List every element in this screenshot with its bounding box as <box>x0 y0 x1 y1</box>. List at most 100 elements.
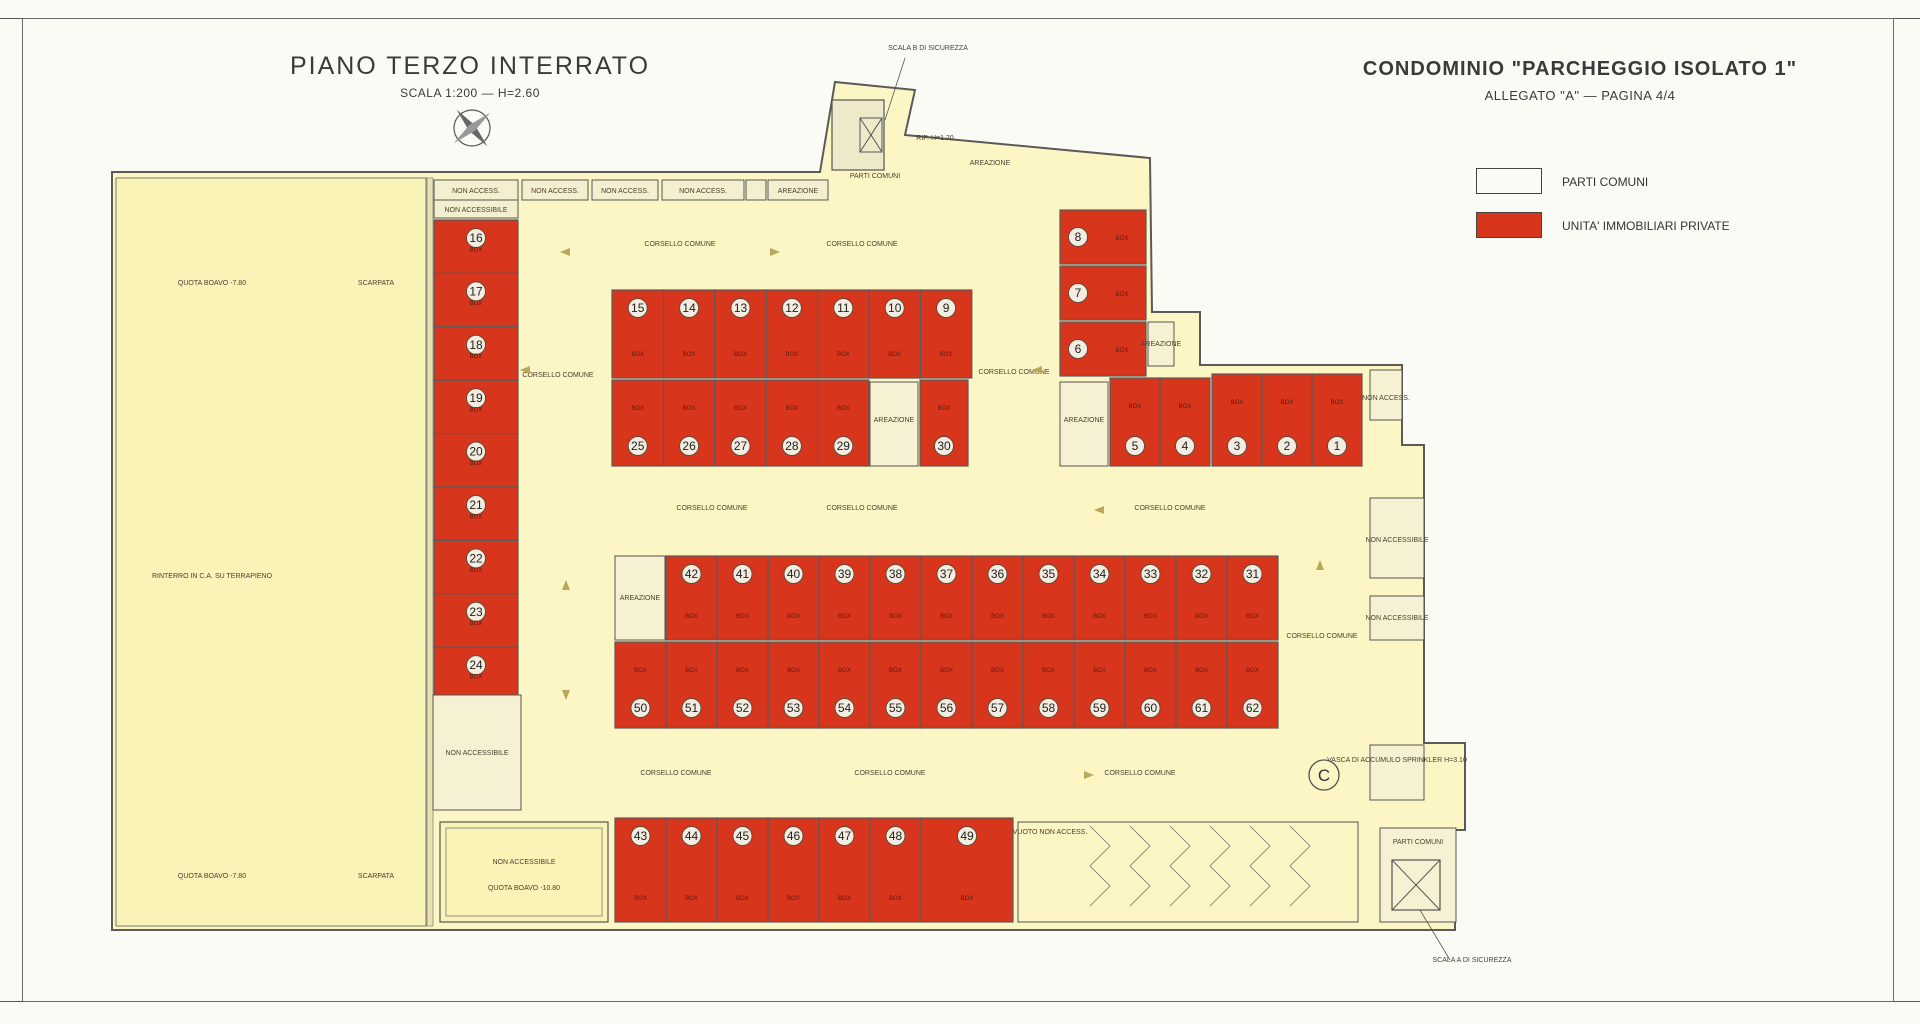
top-strip-rooms <box>433 179 829 201</box>
unit-number-badge <box>783 564 804 584</box>
unit-number-badge <box>681 564 702 584</box>
unit-box-label: BOX <box>470 621 483 627</box>
unit-number-badge <box>936 564 957 584</box>
unit-box-label: BOX <box>786 352 799 358</box>
non-accessible-box <box>433 199 519 219</box>
unit-box-label: BOX <box>938 406 951 412</box>
unit-box-label: BOX <box>889 896 902 902</box>
unit-number-badge <box>957 826 977 846</box>
circle-marker-c: C <box>1308 759 1340 791</box>
backfill-label: RINTERRO IN C.A. SU TERRAPIENO <box>152 573 273 580</box>
annex-subtitle: ALLEGATO "A" — PAGINA 4/4 <box>1484 88 1676 103</box>
unit-box-label: BOX <box>787 614 800 620</box>
ramp <box>1017 821 1359 923</box>
unit-number-text: 43 <box>634 829 648 843</box>
unit-number-badge <box>1068 283 1088 303</box>
unit-box-label: BOX <box>683 352 696 358</box>
frame-tick <box>1894 1001 1920 1002</box>
unit-box-label: BOX <box>634 668 647 674</box>
unit-box-label: BOX <box>685 896 698 902</box>
unit-box-label: BOX <box>1231 400 1244 406</box>
unit-number-badge <box>1038 564 1059 584</box>
unit-number-text: 5 <box>1132 439 1139 453</box>
unit-number-badge <box>1089 564 1110 584</box>
unit-number-badge <box>730 436 751 456</box>
unit-number-badge <box>834 826 855 846</box>
unit-number-text: 45 <box>736 829 750 843</box>
unit-number-badge <box>833 436 854 456</box>
unit-box-label: BOX <box>837 352 850 358</box>
unit-number-badge <box>730 298 751 318</box>
unit-number-badge <box>681 698 702 718</box>
unit-number-badge <box>1242 698 1263 718</box>
unit-number-text: 7 <box>1075 286 1082 300</box>
unit-number-badge <box>1038 698 1059 718</box>
unit-box-label: BOX <box>631 352 644 358</box>
page-title: PIANO TERZO INTERRATO <box>289 52 651 80</box>
unit-number-badge <box>1125 436 1145 456</box>
unit-box-label: BOX <box>631 406 644 412</box>
unit-number-badge <box>1191 564 1212 584</box>
ventilation-label-top: AREAZIONE <box>970 160 1011 167</box>
unit-number-badge <box>884 298 905 318</box>
traffic-arrows <box>520 248 1324 779</box>
elevation-label-bottom: QUOTA BOAVO -7.80 <box>178 873 246 880</box>
unit-number-badge <box>630 698 651 718</box>
strip-label: NON ACCESS. <box>601 188 649 195</box>
common-area-label-top: PARTI COMUNI <box>850 173 900 180</box>
stair-a-label: SCALA A DI SICUREZZA <box>1433 957 1512 964</box>
unit-number-text: 31 <box>1246 567 1260 581</box>
unit-number-text: 28 <box>785 439 799 453</box>
corridor-label: CORSELLO COMUNE <box>1104 770 1176 777</box>
unit-box-label: BOX <box>470 301 483 307</box>
unit-box-label: BOX <box>1116 348 1129 354</box>
unit-number-text: 10 <box>888 301 902 315</box>
unit-box-label: BOX <box>940 614 953 620</box>
unit-box-shape <box>714 289 767 379</box>
unit-number-text: 50 <box>634 701 648 715</box>
unit-box-label: BOX <box>736 668 749 674</box>
unit-number-text: 53 <box>787 701 801 715</box>
unit-number-text: 51 <box>685 701 699 715</box>
embankment-labels: QUOTA BOAVO -7.80 SCARPATA QUOTA BOAVO -… <box>152 280 394 880</box>
unit-number-text: 46 <box>787 829 801 843</box>
unit-number-text: 62 <box>1246 701 1260 715</box>
corridor-label: CORSELLO COMUNE <box>522 372 594 379</box>
unit-number-text: 17 <box>469 284 483 298</box>
unit-number-badge <box>834 698 855 718</box>
unit-number-text: 9 <box>943 301 950 315</box>
unit-number-badge <box>934 436 954 456</box>
slope-label-top: SCARPATA <box>358 280 395 287</box>
ventilation-label: AREAZIONE <box>1064 417 1105 424</box>
pit-area <box>439 821 609 923</box>
unit-box-label: BOX <box>889 614 902 620</box>
unit-number-text: 18 <box>469 338 483 352</box>
unit-number-badge <box>885 826 906 846</box>
unit-number-badge <box>781 436 802 456</box>
non-accessible-label: NON ACCESSIBILE <box>445 750 508 757</box>
unit-number-text: 39 <box>838 567 852 581</box>
unit-number-badge <box>1227 436 1247 456</box>
right-room-label: NON ACCESSIBILE <box>1365 537 1428 544</box>
unit-number-text: 36 <box>991 567 1005 581</box>
parking-box-unit: 50 BOX <box>614 641 667 729</box>
scale-subtitle: SCALA 1:200 — H=2.60 <box>400 86 540 100</box>
